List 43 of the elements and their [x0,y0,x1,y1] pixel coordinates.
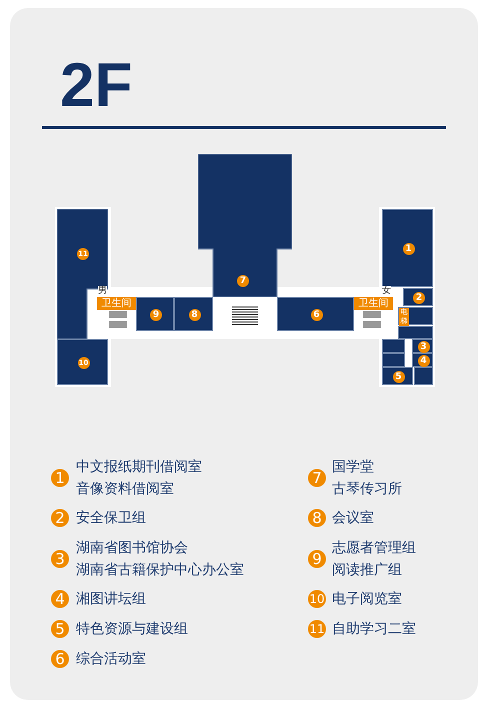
legend-text: 电子阅览室 [332,590,402,608]
room-block [412,353,433,367]
restroom-sign: 卫生间 [97,297,136,310]
restroom-gender-label: 男 [98,286,107,297]
room-number: 8 [188,309,200,321]
room-block [382,209,433,287]
room-block [403,288,433,306]
room-number: 2 [413,292,425,304]
room-block [398,326,433,339]
room-block [414,367,433,385]
room-block [174,297,213,331]
legend-text: 会议室 [332,509,374,527]
legend-text: 特色资源与建设组 [76,620,188,638]
legend-text: 综合活动室 [76,650,146,668]
room-number: 3 [418,341,430,353]
room-block [57,339,108,385]
legend-text: 自助学习二室 [332,620,416,638]
room-block [382,367,413,385]
room-number: 9 [150,309,162,321]
room-number: 6 [310,309,322,321]
legend-text: 音像资料借阅室 [76,480,174,498]
legend-text: 中文报纸期刊借阅室 [76,458,202,476]
restroom-gender-label: 女 [382,286,391,297]
legend-text: 志愿者管理组 [332,539,416,557]
room-number: 5 [392,371,404,383]
legend-text: 湖南省古籍保护中心办公室 [76,561,244,579]
room-block [277,297,354,331]
legend-text: 阅读推广组 [332,561,402,579]
restroom-sign: 卫生间 [354,297,393,310]
room-block [382,339,405,353]
room-block [136,297,174,331]
room-block [398,307,433,325]
room-block [198,154,292,297]
floor-title: 2F [60,50,132,122]
legend-text: 湘图讲坛组 [76,590,146,608]
legend-text: 古琴传习所 [332,480,402,498]
room-block [382,353,405,367]
room-block [412,339,433,353]
legend-text: 国学堂 [332,458,374,476]
legend-text: 湖南省图书馆协会 [76,539,188,557]
legend-text: 安全保卫组 [76,509,146,527]
room-number: 4 [418,355,430,367]
room-number: 1 [402,243,414,255]
